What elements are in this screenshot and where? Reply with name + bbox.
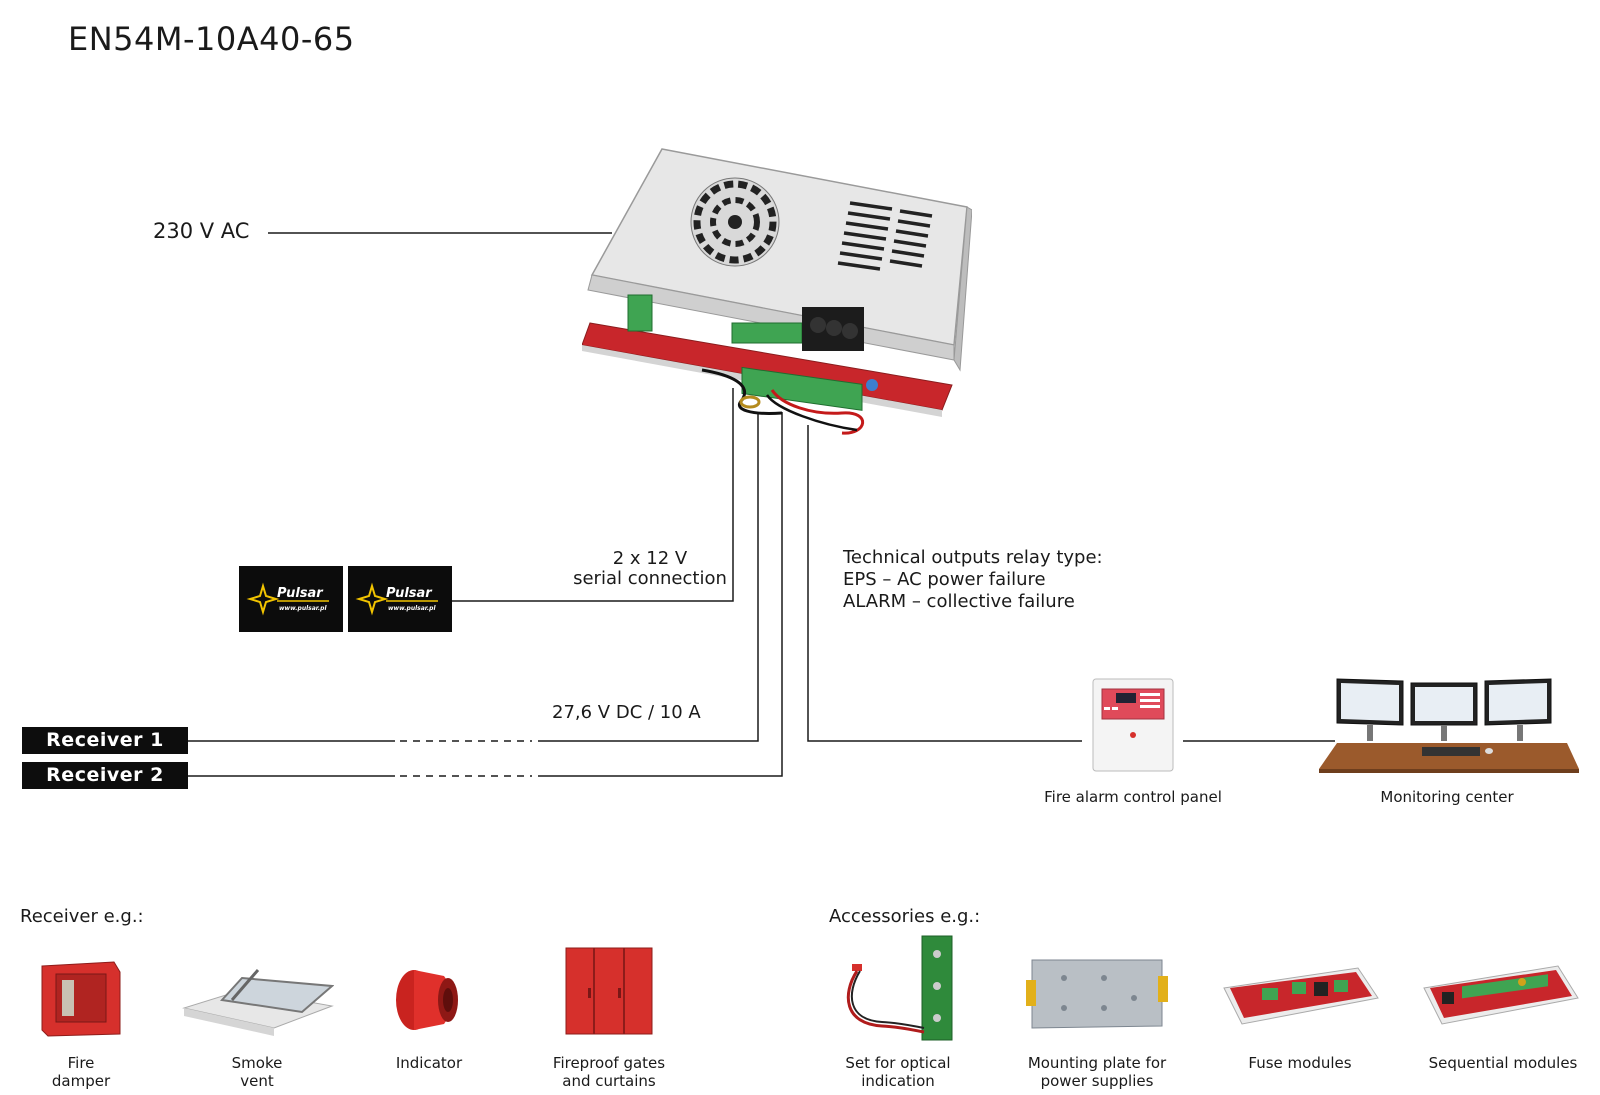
svg-text:www.pulsar.pl: www.pulsar.pl bbox=[279, 605, 327, 612]
sequential-module-label: Sequential modules bbox=[1428, 1054, 1578, 1072]
technical-outputs-line1: Technical outputs relay type: bbox=[843, 547, 1103, 568]
svg-text:www.pulsar.pl: www.pulsar.pl bbox=[388, 605, 436, 612]
fireproof-gate-label: Fireproof gates and curtains bbox=[552, 1054, 666, 1090]
battery-label-line1: 2 x 12 V bbox=[612, 548, 688, 569]
smoke-vent-icon bbox=[182, 969, 334, 1036]
fuse-module-icon bbox=[1223, 967, 1379, 1025]
accessories-heading: Accessories e.g.: bbox=[829, 906, 981, 927]
receiver-1-box: Receiver 1 bbox=[22, 727, 188, 754]
page-title: EN54M-10A40-65 bbox=[68, 20, 355, 58]
fire-alarm-panel-label: Fire alarm control panel bbox=[1044, 788, 1222, 806]
indicator-icon bbox=[396, 970, 458, 1030]
technical-output-line bbox=[807, 425, 1082, 742]
mounting-plate-label: Mounting plate for power supplies bbox=[1027, 1054, 1167, 1090]
battery-1: Pulsar www.pulsar.pl bbox=[239, 566, 343, 632]
mounting-plate-icon bbox=[1026, 959, 1168, 1029]
receiver2-line-right bbox=[538, 412, 783, 777]
fire-damper-icon bbox=[41, 961, 121, 1037]
ac-input-label: 230 V AC bbox=[153, 219, 250, 243]
battery-label-line2: serial connection bbox=[573, 568, 727, 589]
monitoring-center-label: Monitoring center bbox=[1380, 788, 1514, 806]
fire-damper-label: Fire damper bbox=[51, 1054, 111, 1090]
technical-outputs-text: Technical outputs relay type: EPS – AC p… bbox=[843, 547, 1103, 613]
power-supply-unit-icon bbox=[582, 148, 972, 435]
pulsar-logo-icon: Pulsar www.pulsar.pl bbox=[355, 582, 438, 616]
fireproof-gate-icon bbox=[565, 947, 653, 1035]
svg-text:Pulsar: Pulsar bbox=[386, 586, 433, 601]
receiver-2-box: Receiver 2 bbox=[22, 762, 188, 789]
fire-alarm-panel-icon bbox=[1092, 678, 1174, 772]
pulsar-logo-icon: Pulsar www.pulsar.pl bbox=[246, 582, 329, 616]
battery-2: Pulsar www.pulsar.pl bbox=[348, 566, 452, 632]
battery-line bbox=[452, 388, 734, 602]
monitoring-center-icon bbox=[1319, 678, 1579, 773]
fuse-module-label: Fuse modules bbox=[1248, 1054, 1352, 1072]
sequential-module-icon bbox=[1423, 965, 1579, 1025]
battery-label: 2 x 12 V serial connection bbox=[552, 549, 748, 589]
optical-indication-set-icon bbox=[846, 935, 953, 1041]
technical-outputs-line2: EPS – AC power failure bbox=[843, 569, 1046, 590]
indicator-label: Indicator bbox=[395, 1054, 463, 1072]
dc-output-label: 27,6 V DC / 10 A bbox=[552, 702, 701, 723]
smoke-vent-label: Smoke vent bbox=[231, 1054, 283, 1090]
svg-text:Pulsar: Pulsar bbox=[277, 586, 324, 601]
receiver-examples-heading: Receiver e.g.: bbox=[20, 906, 144, 927]
optical-indication-set-label: Set for optical indication bbox=[845, 1054, 951, 1090]
receiver1-line-right bbox=[538, 412, 759, 742]
technical-outputs-line3: ALARM – collective failure bbox=[843, 591, 1075, 612]
